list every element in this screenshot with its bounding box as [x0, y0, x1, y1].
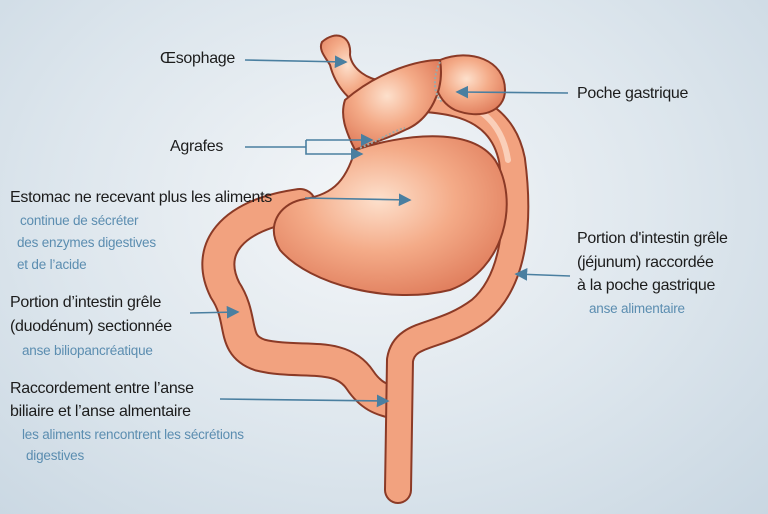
label-jejunum-1: Portion d'intestin grêle	[577, 230, 728, 247]
label-raccordement-1: Raccordement entre l’anse	[10, 380, 194, 397]
arrow-raccordement	[219, 394, 390, 408]
sub-estomac-1: continue de sécréter	[20, 213, 139, 228]
arrow-jejunum	[514, 268, 571, 281]
sub-raccordement-1: les aliments rencontrent les sécrétions	[22, 427, 244, 442]
label-raccordement-2: biliaire et l’anse almentaire	[10, 403, 191, 420]
arrow-oesophage	[244, 55, 348, 69]
label-jejunum-2: (jéjunum) raccordée	[577, 254, 714, 271]
stomach-body	[273, 135, 508, 297]
label-duodenum-2: (duodénum) sectionnée	[10, 318, 172, 335]
label-estomac: Estomac ne recevant plus les aliments	[10, 189, 272, 206]
arrow-estomac	[304, 193, 412, 207]
arrow-duodenum	[189, 305, 240, 319]
sub-estomac-2: des enzymes digestives	[17, 235, 156, 250]
agrafes-bracket	[305, 139, 345, 155]
sub-duodenum: anse biliopancréatique	[22, 343, 153, 358]
label-duodenum-1: Portion d’intestin grêle	[10, 294, 162, 311]
sub-jejunum: anse alimentaire	[589, 301, 685, 316]
sub-raccordement-2: digestives	[26, 448, 85, 463]
staple-line-pouch	[434, 61, 443, 103]
label-poche-gastrique: Poche gastrique	[577, 85, 689, 102]
label-jejunum-3: à la poche gastrique	[577, 277, 716, 294]
label-oesophage: Œsophage	[160, 50, 235, 67]
label-agrafes: Agrafes	[170, 138, 224, 155]
sub-estomac-3: et de l’acide	[17, 257, 87, 272]
arrow-poche	[455, 85, 569, 99]
